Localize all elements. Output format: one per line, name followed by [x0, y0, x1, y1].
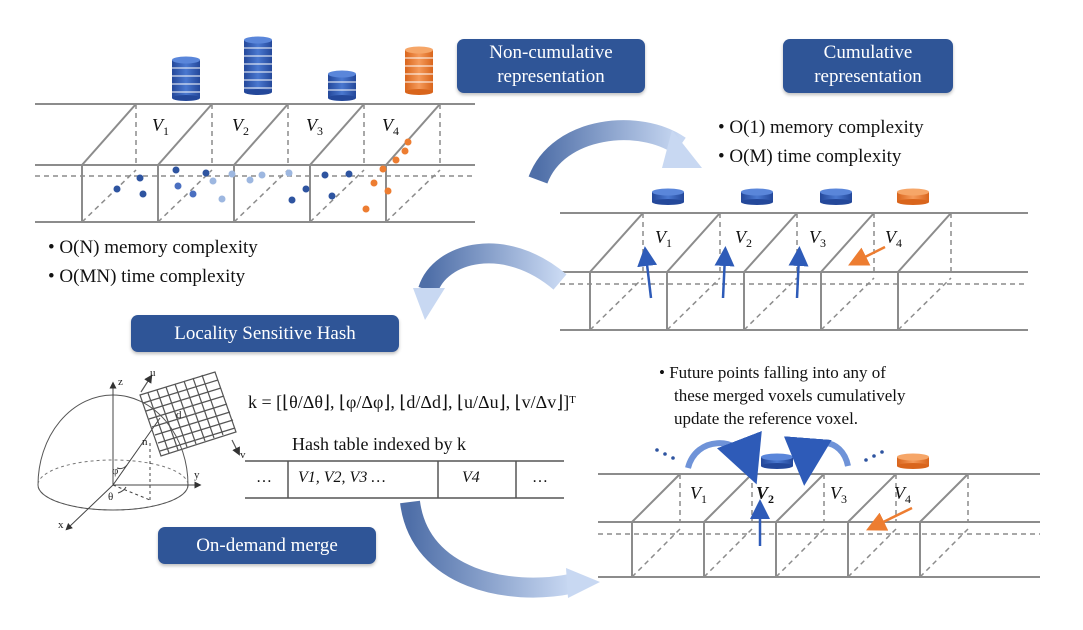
axis-label-z: z [118, 376, 123, 388]
axis-label-u: u [150, 367, 156, 379]
cumulative-line1: Cumulative [823, 42, 913, 63]
noncumulative-voxel-label-1: V1 [152, 115, 169, 138]
noncumulative-voxel-label-3: V3 [306, 115, 323, 138]
merged-voxel-grid [598, 473, 1040, 578]
cumulative-voxel-label-2: V2 [735, 227, 752, 250]
stack-v3 [328, 70, 356, 101]
axis-label-n: n [142, 436, 148, 448]
future-points-note: • Future points falling into any of thes… [659, 361, 905, 430]
cumulative-voxel-label-3: V3 [809, 227, 826, 250]
noncumulative-time-bullet: • O(MN) time complexity [48, 266, 246, 287]
axis-label-v: v [240, 449, 246, 461]
on-demand-merge-label: On-demand merge [196, 535, 338, 556]
future-note-line-1: • Future points falling into any of [659, 363, 886, 382]
merged-voxel-label-3: V3 [830, 483, 847, 506]
cumulative-update-arrows [637, 245, 886, 299]
future-note-line-3: update the reference voxel. [674, 409, 859, 428]
non-cumulative-line1: Non-cumulative [489, 42, 613, 63]
hash-cell-ellipsis-right: … [532, 469, 548, 486]
cumulative-discs [652, 188, 929, 205]
axis-label-phi: φ [112, 465, 118, 477]
hash-cell-merged: V1, V2, V3 … [298, 469, 386, 486]
noncumulative-voxel-label-2: V2 [232, 115, 249, 138]
hash-table [245, 460, 564, 499]
axis-label-theta: θ [108, 491, 113, 503]
merge-redirect-arrows [655, 430, 913, 546]
noncumulative-voxel-label-4: V4 [382, 115, 399, 138]
cumulative-line2: representation [814, 66, 922, 87]
noncumulative-voxel-grid [35, 103, 475, 223]
cumulative-voxel-label-4: V4 [885, 227, 902, 250]
merged-voxel-label-4: V4 [894, 483, 911, 506]
stack-v2 [244, 36, 272, 95]
non-cumulative-badge: Non-cumulative representation [457, 39, 645, 93]
future-note-line-2: these merged voxels cumulatively [674, 386, 906, 405]
cumulative-time-bullet: • O(M) time complexity [718, 146, 902, 167]
lsh-label: Locality Sensitive Hash [174, 323, 356, 344]
axis-label-d: d [176, 409, 182, 421]
noncumulative-memory-bullet: • O(N) memory complexity [48, 237, 258, 258]
merged-voxel-label-1: V1 [690, 483, 707, 506]
stack-v1 [172, 56, 200, 101]
cumulative-badge: Cumulative representation [783, 39, 953, 93]
cumulative-voxel-label-1: V1 [655, 227, 672, 250]
flow-arrows [400, 120, 702, 598]
cumulative-voxel-grid [560, 212, 1028, 331]
hash-cell-ellipsis-left: … [256, 469, 272, 486]
noncumulative-time-text: O(MN) time complexity [59, 266, 246, 287]
merged-voxel-label-2: V2 [756, 483, 774, 506]
non-cumulative-line2: representation [497, 66, 605, 87]
axis-labels: z u v y x n d φ θ [58, 367, 246, 531]
hash-cell-v4: V4 [462, 469, 480, 486]
stack-v4 [405, 46, 433, 95]
noncumulative-points [113, 138, 412, 213]
noncumulative-memory-text: O(N) memory complexity [59, 237, 258, 258]
hash-table-caption: Hash table indexed by k [292, 434, 466, 454]
hash-key-formula: k = [⌊θ/Δθ⌋, ⌊φ/Δφ⌋, ⌊d/Δd⌋, ⌊u/Δu⌋, ⌊v/… [248, 392, 576, 412]
hemisphere-illustration [37, 371, 240, 531]
on-demand-merge-badge: On-demand merge [158, 527, 376, 564]
lsh-badge: Locality Sensitive Hash [131, 315, 399, 352]
cumulative-memory-bullet: • O(1) memory complexity [718, 117, 924, 138]
axis-label-y: y [194, 469, 200, 481]
axis-label-x: x [58, 519, 64, 531]
cumulative-memory-text: O(1) memory complexity [729, 117, 924, 138]
noncumulative-point-stacks [172, 36, 433, 101]
cumulative-time-text: O(M) time complexity [729, 146, 902, 167]
